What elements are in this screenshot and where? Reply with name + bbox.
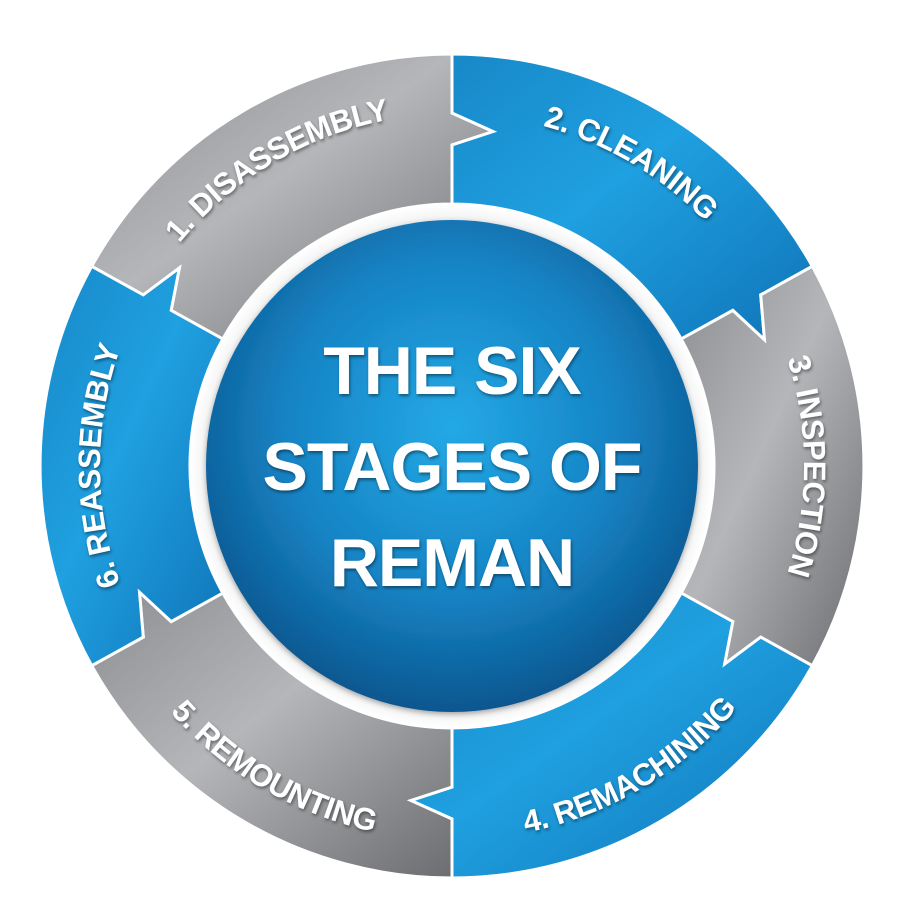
center-title: THE SIX STAGES OF REMAN [263, 333, 643, 601]
center-title-line-1: THE SIX [323, 333, 581, 409]
center-title-line-2: STAGES OF [263, 429, 642, 505]
center-disc [206, 220, 698, 712]
stage-ring [38, 52, 866, 880]
center-title-line-3: REMAN [330, 525, 574, 601]
